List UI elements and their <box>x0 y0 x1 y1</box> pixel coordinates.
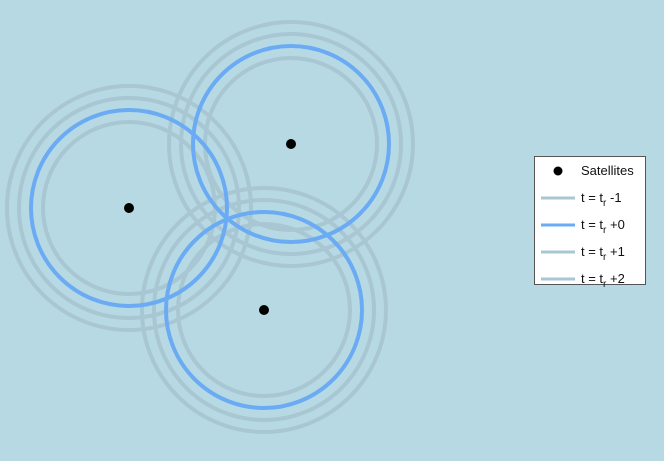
current-range-ring <box>191 44 391 244</box>
faded-range-ring <box>179 32 403 256</box>
faded-range-ring <box>152 198 376 422</box>
satellite-marker-icon <box>553 166 563 176</box>
satellites-group <box>124 139 296 315</box>
faded-line-icon <box>541 250 575 254</box>
faded-range-ring <box>167 20 415 268</box>
legend-entry-label: t = tr +0 <box>581 217 625 236</box>
faded-range-ring <box>140 186 388 434</box>
satellite-1-marker <box>124 203 134 213</box>
current-rings-group <box>29 44 391 410</box>
current-line-icon <box>541 223 575 227</box>
legend: Satellites t = tr -1 t = tr +0 t = tr +1… <box>534 156 646 290</box>
current-range-ring <box>164 210 364 410</box>
legend-entry-label: t = tr -1 <box>581 190 622 209</box>
faded-range-ring <box>17 96 241 320</box>
satellite-2-marker <box>286 139 296 149</box>
faded-line-icon <box>541 196 575 200</box>
legend-row-tr-plus-2: t = tr +2 <box>535 269 645 290</box>
faded-range-ring <box>5 84 253 332</box>
legend-row-tr-minus-1: t = tr -1 <box>535 188 645 209</box>
legend-satellites-label: Satellites <box>581 163 634 178</box>
satellite-3-marker <box>259 305 269 315</box>
legend-entry-label: t = tr +1 <box>581 244 625 263</box>
legend-row-satellites: Satellites <box>535 161 645 181</box>
current-range-ring <box>29 108 229 308</box>
faded-rings-group <box>5 20 415 434</box>
faded-range-ring <box>176 222 352 398</box>
faded-line-icon <box>541 277 575 281</box>
legend-entry-label: t = tr +2 <box>581 271 625 290</box>
legend-row-tr-plus-1: t = tr +1 <box>535 242 645 263</box>
legend-row-tr-plus-0: t = tr +0 <box>535 215 645 236</box>
